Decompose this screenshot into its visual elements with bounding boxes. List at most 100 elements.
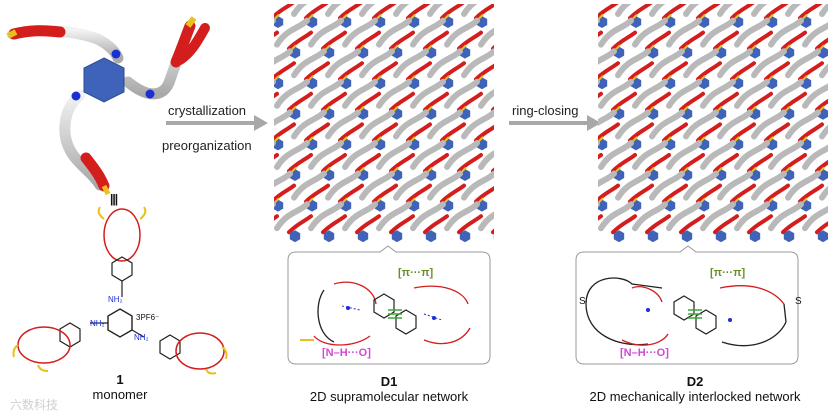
network-ribbon	[700, 201, 736, 232]
network-alkene	[410, 197, 416, 203]
network-alkene	[751, 44, 757, 50]
network-crown	[274, 4, 295, 19]
network-hexagon	[598, 138, 608, 151]
monomer-structure	[12, 206, 228, 375]
network-alkene	[274, 75, 280, 81]
network-crown	[372, 61, 398, 82]
network-crown	[304, 61, 330, 82]
network-alkene	[478, 13, 484, 20]
network-hexagon	[391, 230, 403, 242]
network-ribbon	[376, 17, 412, 48]
network-ribbon	[444, 17, 480, 48]
network-crown	[679, 30, 705, 51]
network-ribbon	[768, 140, 804, 170]
network-alkene	[632, 13, 638, 20]
network-crown	[287, 153, 313, 173]
network-crown	[679, 91, 705, 112]
network-alkene	[410, 136, 416, 142]
network-alkene	[461, 166, 467, 173]
network-alkene	[342, 13, 348, 20]
network-ribbon	[598, 201, 634, 232]
network-ribbon	[598, 78, 634, 109]
network-alkene	[393, 44, 399, 50]
network-crown	[645, 153, 671, 173]
network-crown	[798, 183, 824, 204]
network-ribbon	[598, 170, 617, 188]
network-alkene	[427, 44, 433, 50]
d1-network-image	[274, 4, 494, 242]
network-ribbon	[819, 185, 828, 201]
network-alkene	[376, 197, 382, 203]
network-ribbon	[751, 48, 787, 79]
network-ribbon	[461, 109, 494, 140]
network-crown	[389, 91, 415, 112]
network-hexagon	[274, 138, 284, 151]
network-crown	[798, 122, 824, 143]
network-crown	[355, 153, 381, 173]
network-alkene	[308, 13, 314, 20]
network-alkene	[393, 166, 399, 173]
network-crown	[598, 30, 603, 38]
network-crown	[338, 4, 363, 20]
d1-zoom-panel	[287, 245, 491, 365]
d2-hbond-label: [N–H···O]	[620, 347, 669, 359]
network-alkene	[444, 75, 450, 81]
network-ribbon	[717, 109, 753, 140]
network-ribbon	[734, 17, 770, 48]
network-ribbon	[700, 78, 736, 109]
network-alkene	[700, 136, 706, 142]
network-crown	[628, 61, 654, 82]
network-ribbon	[274, 201, 310, 232]
network-ribbon	[308, 17, 344, 48]
network-crown	[730, 183, 756, 204]
d1-caption: D1 2D supramolecular network	[284, 374, 494, 404]
network-alkene	[717, 166, 723, 173]
network-ribbon	[802, 205, 828, 232]
network-ribbon	[478, 27, 494, 48]
network-ribbon	[274, 140, 310, 170]
network-crown	[598, 183, 620, 203]
monomer-3d-model	[6, 16, 210, 196]
network-alkene	[717, 105, 723, 112]
network-alkene	[785, 44, 791, 50]
network-ribbon	[325, 109, 361, 140]
network-alkene	[598, 13, 604, 20]
network-ribbon	[768, 78, 804, 109]
network-alkene	[427, 166, 433, 173]
d2-description: 2D mechanically interlocked network	[589, 389, 801, 404]
network-ribbon	[291, 170, 327, 201]
network-alkene	[768, 136, 774, 142]
d1-pi-label: [π···π]	[398, 267, 434, 279]
network-ribbon	[376, 201, 412, 232]
network-ribbon	[615, 170, 651, 201]
network-ribbon	[410, 17, 446, 48]
network-crown	[645, 30, 671, 51]
network-hexagon	[274, 77, 284, 90]
network-ribbon	[666, 201, 702, 232]
network-alkene	[291, 44, 297, 50]
network-crown	[798, 4, 823, 20]
network-hexagon	[749, 230, 761, 242]
network-alkene	[342, 197, 348, 203]
network-ribbon	[802, 22, 828, 48]
d2-pi-label: [π···π]	[710, 267, 746, 279]
network-crown	[474, 63, 494, 82]
network-alkene	[649, 44, 655, 50]
network-crown	[457, 153, 483, 173]
network-ribbon	[444, 201, 480, 232]
network-crown	[474, 4, 494, 20]
network-ribbon	[427, 4, 444, 17]
network-hexagon	[323, 230, 335, 242]
monomer-caption: 1 monomer	[80, 372, 160, 402]
network-alkene	[819, 105, 825, 112]
network-alkene	[751, 166, 757, 173]
network-crown	[781, 30, 807, 51]
arrow2-top-label: ring-closing	[512, 103, 579, 118]
network-ribbon	[802, 83, 828, 109]
network-crown	[764, 183, 790, 204]
network-alkene	[768, 75, 774, 81]
network-alkene	[819, 44, 825, 50]
network-alkene	[444, 13, 450, 20]
network-alkene	[291, 166, 297, 173]
network-ribbon	[274, 170, 293, 188]
